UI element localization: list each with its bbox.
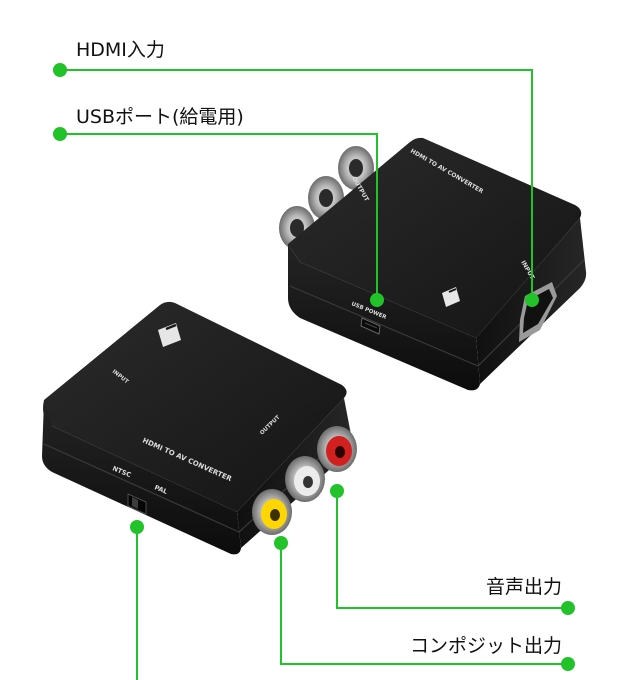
audio-jack-white-icon (285, 456, 325, 502)
callout-dot-composite-start (274, 536, 288, 550)
video-jack-yellow-icon (252, 489, 292, 535)
callout-dot-hdmi-end (525, 293, 539, 307)
callout-dot-audio-end (561, 601, 575, 615)
callout-line-composite (280, 543, 568, 665)
ntsc-pal-switch-icon (127, 493, 147, 515)
callout-label-hdmi-input: HDMI入力 (76, 39, 165, 61)
callout-line-hdmi (60, 69, 533, 300)
rear-brand-logo (442, 287, 460, 307)
callout-dot-composite-end (561, 657, 575, 671)
callout-lines (60, 69, 568, 680)
usb-port-icon (360, 317, 381, 335)
callout-label-audio-output: 音声出力 (485, 576, 562, 598)
front-top-face (43, 301, 347, 512)
converter-rear-view: HDMI TO AV CONVERTER OUTPUT INPUT USB PO… (279, 137, 587, 391)
front-front-face (42, 400, 241, 555)
rear-rca-jacks (279, 146, 374, 250)
callout-label-usb-port: USBポート(給電用) (76, 106, 244, 128)
rear-top-face (288, 137, 582, 338)
callout-label-composite-output: コンポジット出力 (409, 635, 562, 657)
callout-dot-hdmi-start (53, 63, 67, 77)
callout-dot-switch (130, 520, 144, 534)
rear-front-face (288, 244, 480, 391)
callout-line-usb (60, 133, 378, 302)
front-brand-logo (158, 323, 181, 347)
callout-dot-audio-start (330, 484, 344, 498)
callout-dots (53, 63, 575, 671)
callout-line-audio (336, 491, 568, 609)
audio-jack-red-icon (317, 426, 357, 472)
callout-dot-usb-end (370, 293, 384, 307)
converter-front-view: INPUT HDMI TO AV CONVERTER OUTPUT NTSC P… (42, 301, 357, 555)
callout-dot-usb-start (53, 127, 67, 141)
